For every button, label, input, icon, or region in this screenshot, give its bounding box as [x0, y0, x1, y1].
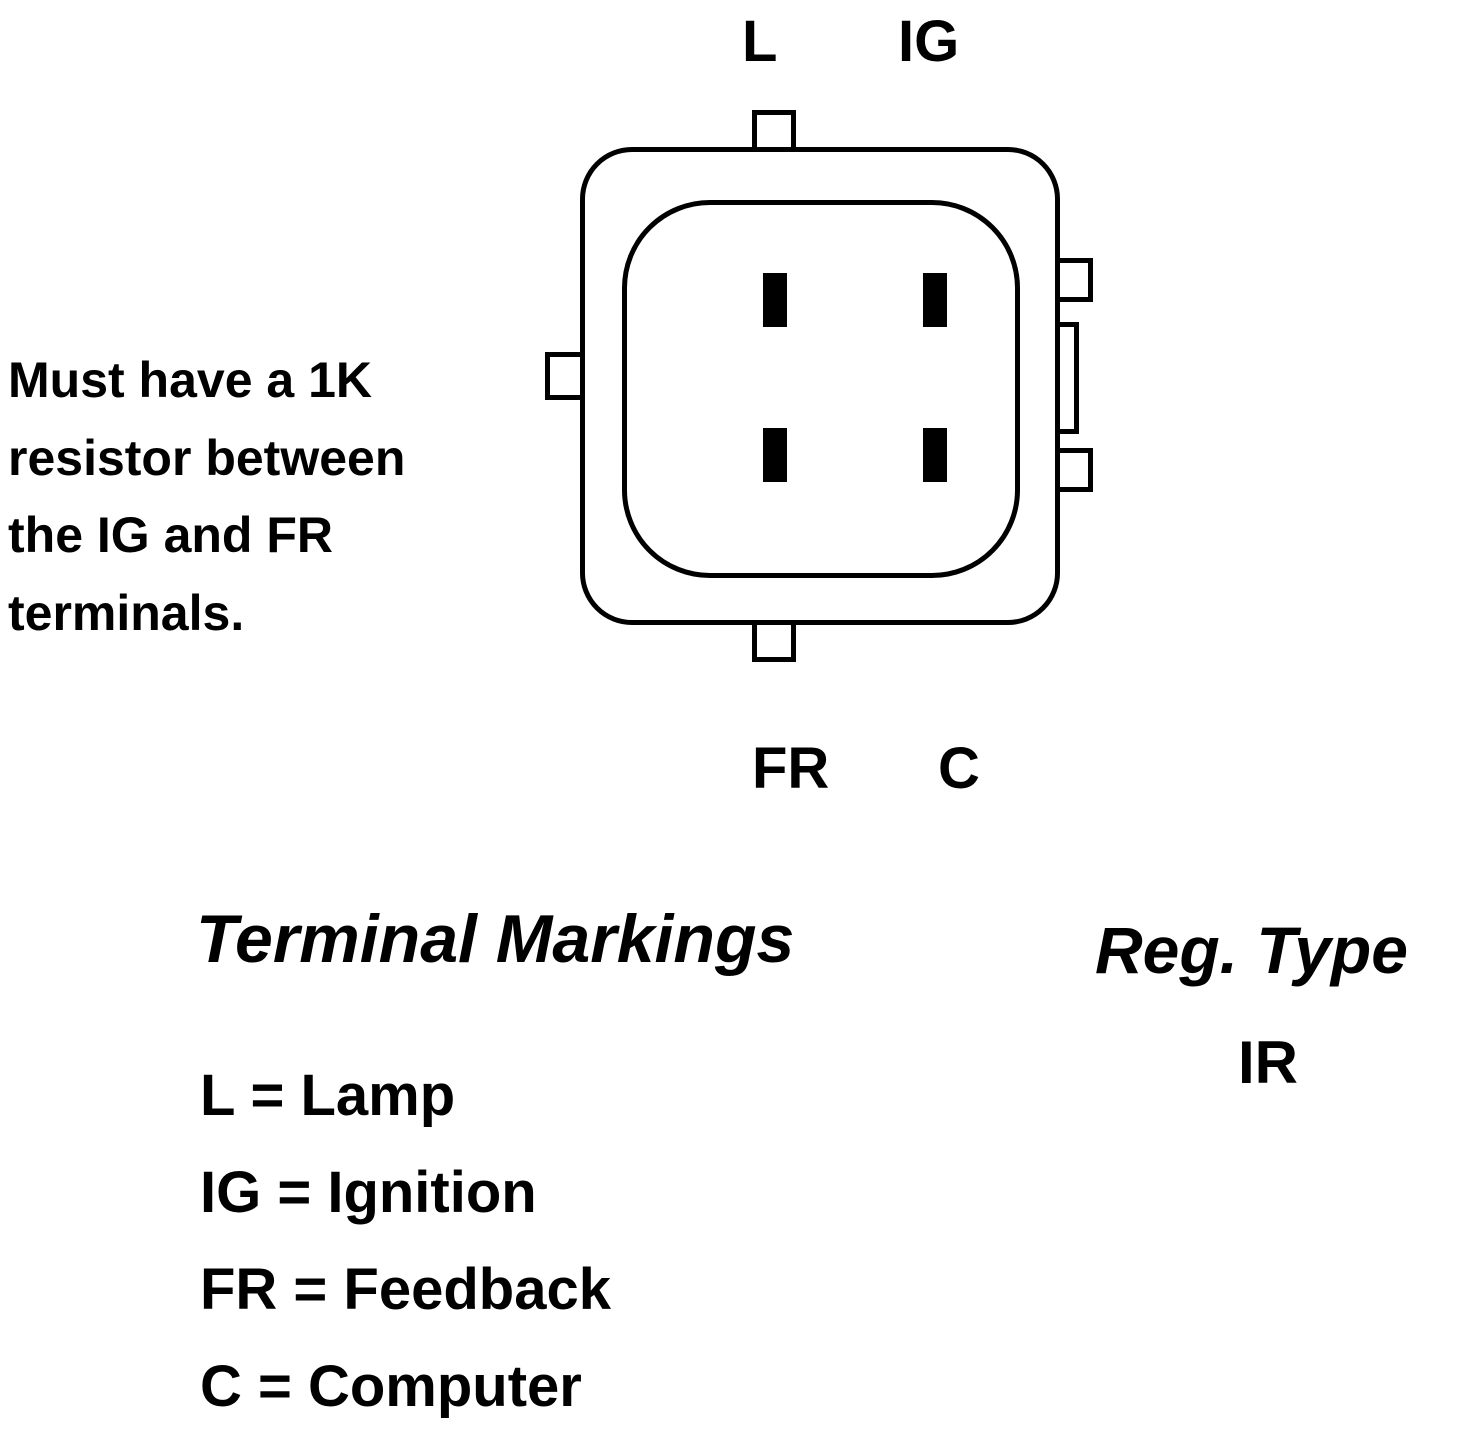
connector-right-latch — [1057, 322, 1079, 434]
regulator-type-title: Reg. Type — [1095, 913, 1408, 987]
legend-item-feedback: FR = Feedback — [200, 1256, 611, 1322]
connector-inner-shell — [622, 200, 1020, 578]
legend-title: Terminal Markings — [196, 901, 795, 977]
legend-item-lamp: L = Lamp — [200, 1063, 456, 1128]
pin-label-FR: FR — [752, 736, 830, 801]
pin-label-L: L — [742, 9, 778, 74]
legend-list: L = Lamp IG = Ignition FR = Feedback C =… — [200, 1048, 611, 1432]
pin-terminal-L — [763, 273, 787, 327]
pin-terminal-FR — [763, 428, 787, 482]
connector-right-key-upper — [1057, 258, 1093, 302]
regulator-type-value: IR — [1238, 1029, 1298, 1096]
connector-top-key — [752, 110, 796, 152]
connector-diagram: L IG FR C — [545, 9, 1093, 801]
resistor-note: Must have a 1K resistor between the IG a… — [8, 352, 406, 641]
connector-outer-shell — [580, 147, 1060, 625]
pin-terminal-IG — [923, 273, 947, 327]
legend-item-ignition: IG = Ignition — [200, 1159, 537, 1225]
pin-label-IG: IG — [898, 9, 960, 74]
pin-terminal-C — [923, 428, 947, 482]
pin-label-C: C — [938, 736, 980, 801]
connector-right-key-lower — [1057, 448, 1093, 492]
connector-bottom-key — [752, 620, 796, 662]
legend-item-computer: C = Computer — [200, 1353, 582, 1419]
connector-left-key — [545, 352, 583, 400]
